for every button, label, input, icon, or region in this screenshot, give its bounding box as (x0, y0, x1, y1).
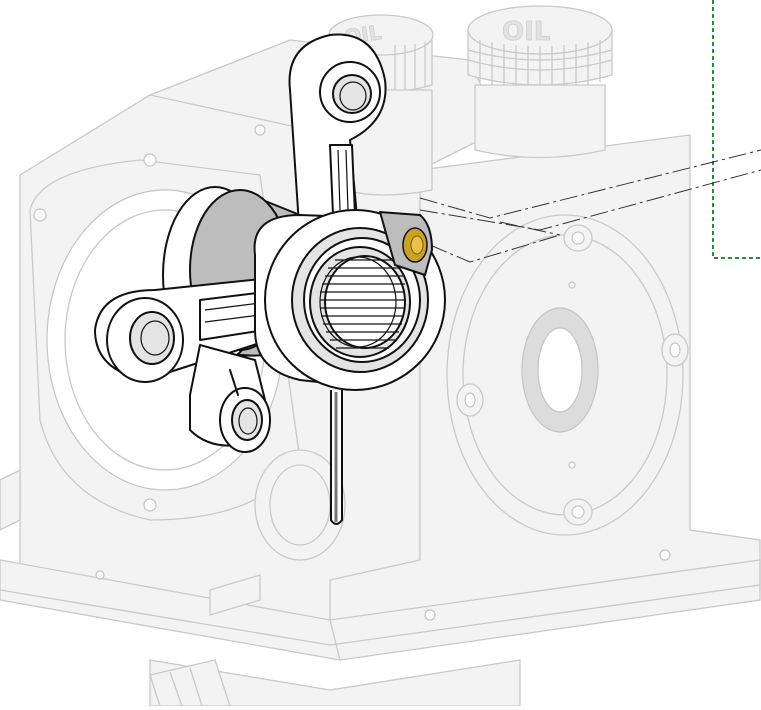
needle-bearing (309, 246, 411, 358)
callout-box (712, 0, 761, 259)
oil-filler-cap: OIL (467, 5, 613, 159)
oil-cap-front-label: OIL (502, 17, 550, 47)
flange-bolts (456, 224, 689, 526)
leader-lines (419, 149, 761, 263)
lubrication-port (379, 211, 433, 276)
hex-key (330, 390, 343, 525)
